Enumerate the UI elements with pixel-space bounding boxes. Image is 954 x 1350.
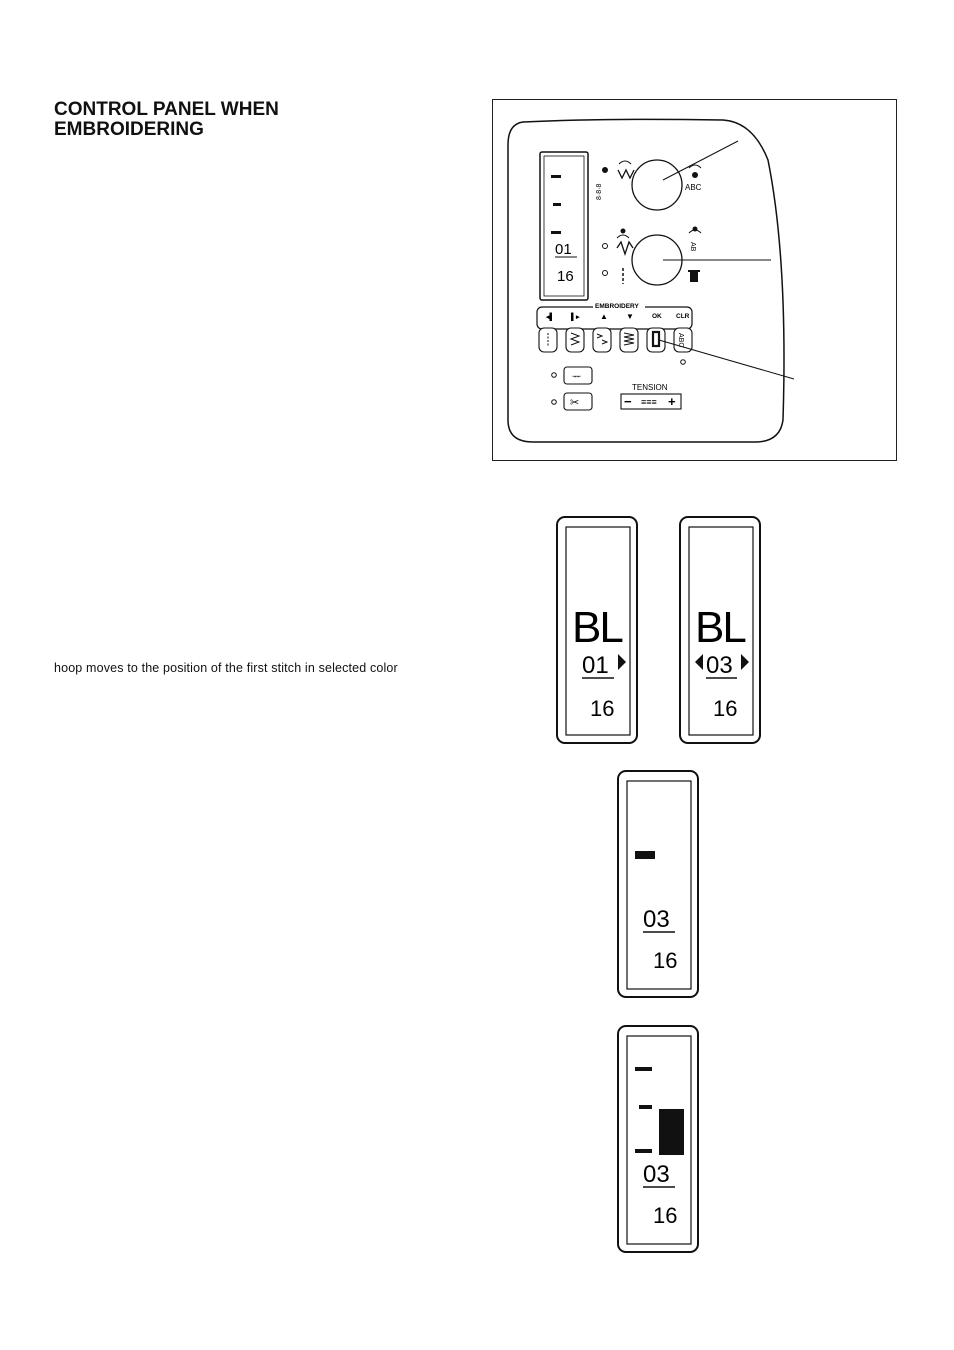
trash-icon xyxy=(690,272,698,282)
stitch-width-icon xyxy=(616,240,634,257)
upper-dial: 8·8·8 ABC xyxy=(596,159,702,211)
color-bar-icon xyxy=(635,851,655,859)
lcd-color-number: 03 xyxy=(643,906,670,933)
lcd-stitch-count: 16 xyxy=(653,1203,677,1228)
plus-icon: + xyxy=(668,394,676,409)
panel-lcd-count: 16 xyxy=(557,268,574,285)
lcd-display-2: BL 03 16 xyxy=(679,516,761,749)
ok-button[interactable] xyxy=(646,327,666,353)
lower-buttons: ᅲ ✂ TENSION − ≡≡≡ + xyxy=(551,366,682,411)
lcd-display-3: 03 16 xyxy=(617,770,699,1003)
hoop-description: hoop moves to the position of the first … xyxy=(54,661,398,675)
lcd-stitch-count: 16 xyxy=(713,696,737,721)
right-arrow-icon xyxy=(618,654,626,670)
lcd-display-4: 03 16 xyxy=(617,1025,699,1258)
needle-up-down-button[interactable] xyxy=(563,366,593,385)
control-panel-svg: 01 16 8·8·8 ABC AB xyxy=(507,118,795,443)
page-title: CONTROL PANEL WHEN EMBROIDERING xyxy=(54,100,279,140)
tension-label: TENSION xyxy=(632,383,668,392)
block-indicator-icon xyxy=(659,1109,684,1155)
callout-line-1 xyxy=(662,140,739,181)
ok-label: OK xyxy=(652,313,662,320)
next-stitch-icon: ▌▸ xyxy=(571,312,580,322)
color-down-icon: ▼ xyxy=(626,312,634,321)
callout-line-3 xyxy=(658,339,795,380)
left-arrow-icon xyxy=(695,654,703,670)
minus-icon: − xyxy=(624,394,632,409)
ab-label: AB xyxy=(689,242,696,252)
embroidery-controls: EMBROIDERY ◂▌ ▌▸ ▲ ▼ OK CLR ABC xyxy=(536,300,693,365)
lcd-color-number: 03 xyxy=(643,1161,670,1188)
dial-arrow-icon xyxy=(618,160,632,165)
lcd-letters: BL xyxy=(695,603,746,652)
prev-stitch-icon: ◂▌ xyxy=(545,312,554,322)
needle-icon: ᅲ xyxy=(572,372,581,383)
embroidery-label: EMBROIDERY xyxy=(595,303,639,310)
lcd-letters: BL xyxy=(572,603,623,652)
title-line-1: CONTROL PANEL WHEN xyxy=(54,99,279,120)
svg-text:8·8·8: 8·8·8 xyxy=(596,184,603,200)
lcd-color-number: 03 xyxy=(706,652,733,679)
lcd-stitch-count: 16 xyxy=(590,696,614,721)
panel-lcd: 01 16 xyxy=(539,151,589,301)
thread-cutter-button[interactable] xyxy=(563,392,593,411)
clr-label: CLR xyxy=(676,313,690,320)
thread-spool-icon: ≡≡≡ xyxy=(641,397,657,407)
pattern-dial[interactable] xyxy=(631,159,683,211)
lcd-stitch-count: 16 xyxy=(653,948,677,973)
color-up-icon: ▲ xyxy=(600,312,608,321)
scissors-icon: ✂ xyxy=(570,397,579,409)
lcd-color-number: 01 xyxy=(582,652,609,679)
lower-dial: AB xyxy=(602,226,702,286)
tension-control[interactable] xyxy=(620,393,682,410)
title-line-2: EMBROIDERING xyxy=(54,119,204,140)
lcd-display-1: BL 01 16 xyxy=(556,516,638,749)
control-panel-illustration: 01 16 8·8·8 ABC AB xyxy=(492,99,897,461)
svg-text:ABC: ABC xyxy=(677,333,684,347)
zigzag-icon xyxy=(617,168,635,180)
abc-label: ABC xyxy=(685,183,702,192)
right-arrow-icon xyxy=(741,654,749,670)
panel-lcd-color: 01 xyxy=(555,241,572,258)
machine-body-outline xyxy=(507,118,785,443)
